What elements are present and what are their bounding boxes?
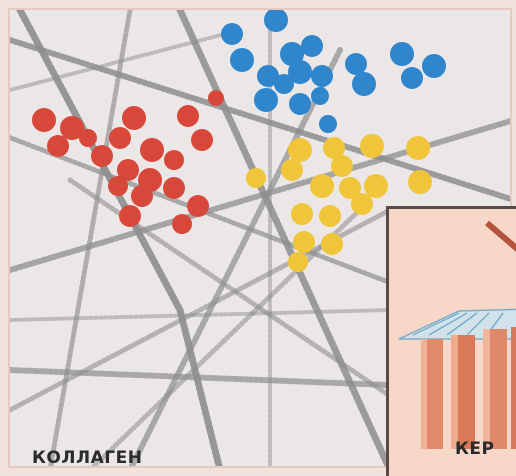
keratin-panel: КЕР xyxy=(386,206,516,476)
red-molecule-cluster xyxy=(32,90,224,234)
keratin-label: КЕР xyxy=(455,439,495,459)
collagen-label: КОЛЛАГЕН xyxy=(32,448,143,468)
yellow-molecule-cluster xyxy=(246,134,432,272)
blue-molecule-cluster xyxy=(221,10,446,133)
keratin-fiber-illustration xyxy=(398,220,516,449)
keratin-cylinders xyxy=(421,327,516,449)
